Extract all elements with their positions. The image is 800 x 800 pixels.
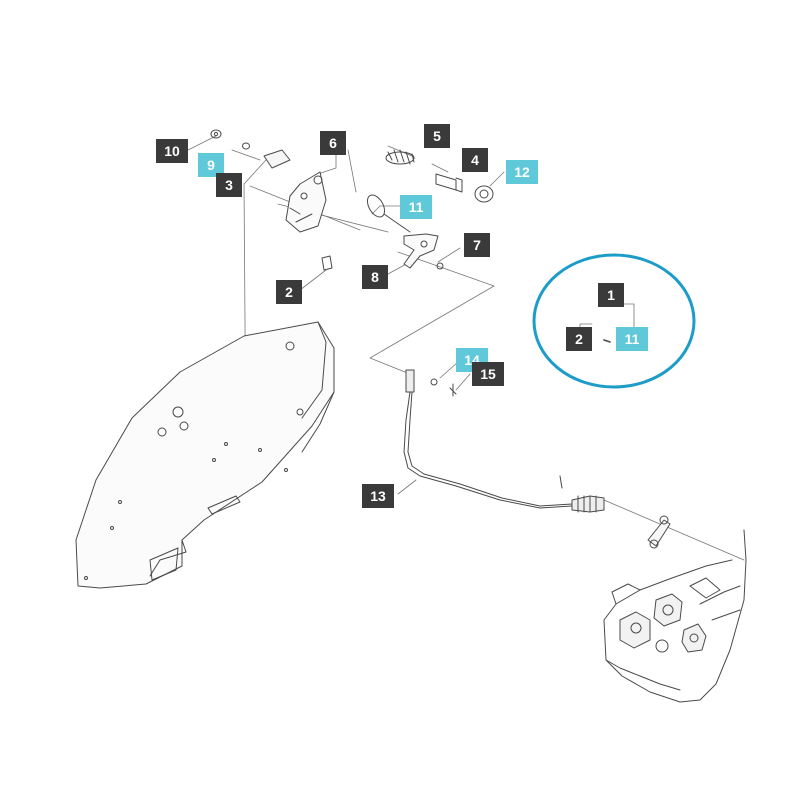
callout-15: 15 [472, 362, 504, 386]
callout-3: 3 [216, 173, 242, 197]
callout-7: 7 [464, 233, 490, 257]
callout-8: 8 [362, 265, 388, 289]
fastener-parts [210, 129, 494, 397]
fender-panel [75, 321, 335, 589]
detail-circle [532, 253, 696, 389]
callout-10: 10 [156, 139, 188, 163]
callout-12: 12 [506, 160, 538, 184]
callout-5: 5 [424, 124, 450, 148]
callout-11-detail: 11 [616, 327, 648, 351]
callout-13: 13 [362, 484, 394, 508]
detail-part [603, 339, 611, 343]
callout-6: 6 [320, 131, 346, 155]
callout-11: 11 [400, 195, 432, 219]
callout-2-detail: 2 [566, 327, 592, 351]
transmission-housing [603, 529, 747, 703]
control-cable [403, 369, 671, 549]
callout-4: 4 [462, 148, 488, 172]
callout-2: 2 [276, 280, 302, 304]
callout-1: 1 [598, 283, 624, 307]
